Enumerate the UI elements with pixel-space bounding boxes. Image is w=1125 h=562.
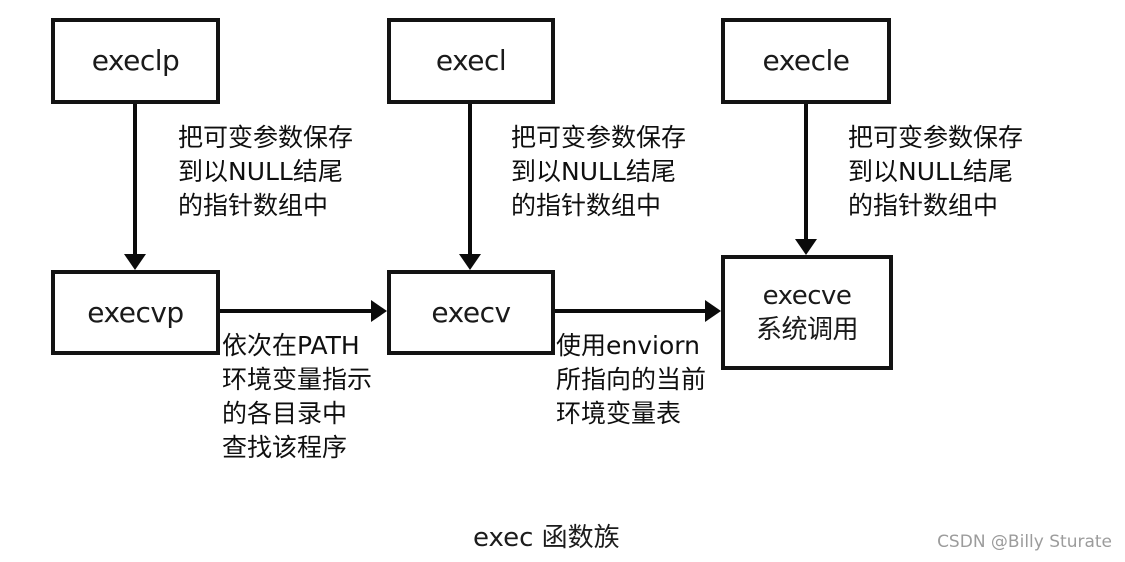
execve-syscall-label: execve 系统调用 — [755, 280, 859, 345]
arrowhead-down-icon — [795, 239, 817, 255]
arrowhead-right-icon — [371, 300, 387, 322]
execvp-label: execvp — [87, 295, 184, 329]
execve-syscall-box: execve 系统调用 — [721, 255, 893, 370]
note-save-args-col2: 把可变参数保存 到以NULL结尾 的指针数组中 — [511, 123, 687, 220]
arrow-line — [220, 309, 371, 313]
note-save-args-col1: 把可变参数保存 到以NULL结尾 的指针数组中 — [178, 123, 354, 220]
execlp-label: execlp — [91, 44, 180, 77]
execle-label: execle — [762, 44, 850, 77]
execv-label: execv — [431, 295, 511, 329]
arrowhead-down-icon — [459, 254, 481, 270]
diagram-caption: exec 函数族 — [473, 523, 620, 553]
execlp-box: execlp — [51, 18, 220, 104]
arrowhead-right-icon — [705, 300, 721, 322]
arrowhead-down-icon — [124, 254, 146, 270]
csdn-watermark: CSDN @Billy Sturate — [937, 532, 1112, 552]
execvp-box: execvp — [51, 270, 220, 355]
execv-box: execv — [387, 270, 555, 355]
execl-label: execl — [435, 44, 507, 77]
arrow-line — [555, 309, 705, 313]
arrow-line — [804, 104, 808, 239]
note-save-args-col3: 把可变参数保存 到以NULL结尾 的指针数组中 — [848, 123, 1024, 220]
arrow-line — [133, 104, 137, 254]
note-environ-table: 使用enviorn 所指向的当前 环境变量表 — [556, 331, 707, 428]
execl-box: execl — [387, 18, 555, 104]
note-path-search: 依次在PATH 环境变量指示 的各目录中 查找该程序 — [222, 331, 373, 462]
execle-box: execle — [721, 18, 891, 104]
arrow-line — [468, 104, 472, 254]
